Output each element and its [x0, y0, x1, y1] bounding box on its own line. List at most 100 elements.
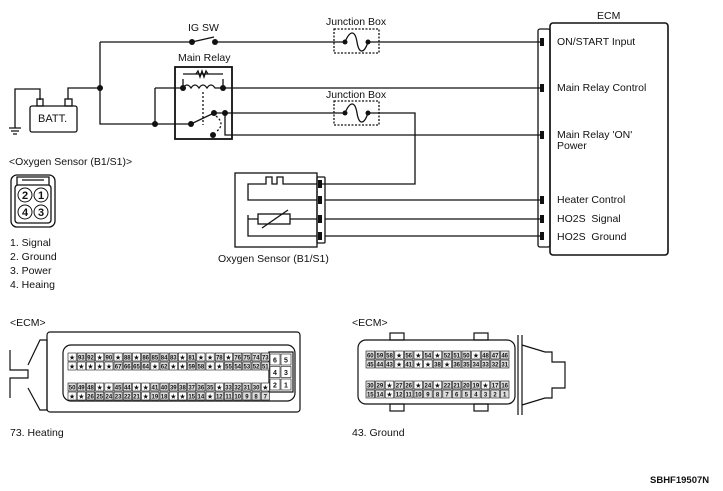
- ecm1-pin-label: 8: [254, 395, 258, 401]
- ecm1-pin-label: 26: [87, 395, 94, 401]
- sensor-pin-legend-3: 3. Power: [10, 265, 52, 277]
- ecm1-pin-label: ★: [171, 394, 177, 401]
- ecm1-pin: [214, 361, 224, 371]
- ecm2-pin-label: 38: [434, 363, 441, 369]
- ecm2-pin: [394, 350, 404, 360]
- ecm2-pin: [365, 389, 375, 399]
- ecm2-pin-label: 47: [492, 354, 499, 360]
- ecm2-pin: [461, 359, 471, 369]
- ecm1-pin: [224, 352, 233, 362]
- ecm1-pin: [67, 391, 77, 401]
- ecm2-pin-label: 19: [473, 384, 480, 390]
- ecm1-pin: [187, 352, 197, 362]
- ecm2-pin: [365, 359, 375, 369]
- sensor-pin-legend-2: 2. Ground: [10, 251, 57, 263]
- ecm2-pin-label: 48: [482, 354, 489, 360]
- ecm-pin-ho2s-ground: HO2S Ground: [557, 231, 627, 243]
- ecm1-side-pin-label: 3: [284, 370, 288, 377]
- ecm1-pin: [104, 352, 114, 362]
- ecm2-pin-label: 60: [367, 354, 374, 360]
- ecm1-pin-label: 49: [78, 386, 85, 392]
- ecm-pin-main-relay-on: Main Relay 'ON': [557, 129, 633, 141]
- ecm2-pin-label: 16: [501, 384, 508, 390]
- ecm1-pin: [178, 391, 187, 401]
- ecm1-pin: [159, 361, 169, 371]
- ecm2-pin-label: 15: [367, 393, 374, 399]
- ecm1-side-pin-label: 5: [284, 358, 288, 365]
- ecm2-pin: [404, 359, 414, 369]
- ecm1-pin: [67, 382, 77, 392]
- ecm1-pin-label: 83: [170, 356, 177, 362]
- fuse-2: [344, 103, 369, 123]
- ecm1-pin: [224, 361, 233, 371]
- ecm1-pin: [150, 391, 160, 401]
- ecm1-side-pin: [269, 353, 281, 366]
- ecm-connector-1: [9, 331, 301, 413]
- ecm2-pin-label: 9: [426, 393, 430, 399]
- ecm1-pin: [141, 382, 151, 392]
- ecm1-pin-label: 52: [253, 365, 260, 371]
- ecm2-pin: [375, 380, 385, 390]
- ecm1-pin: [251, 382, 261, 392]
- ecm1-pin: [168, 361, 178, 371]
- ecm1-pin-label: ★: [79, 364, 85, 371]
- ecm2-pin: [423, 389, 433, 399]
- ecm1-pin-label: 85: [152, 356, 159, 362]
- ecm1-pin: [233, 352, 243, 362]
- ecm2-pin-label: 24: [425, 384, 432, 390]
- ecm1-pin: [159, 382, 169, 392]
- ecm-pin-ho2s-signal: HO2S Signal: [557, 213, 621, 225]
- ecm2-pin: [461, 380, 471, 390]
- ecm2-pin-label: 31: [501, 363, 508, 369]
- ecm2-pin-label: 54: [425, 354, 432, 360]
- ecm1-pin-label: 51: [262, 365, 269, 371]
- battery-bus-wire: [99, 42, 155, 125]
- ecm1-pin-label: 35: [207, 386, 214, 392]
- ecm2-pin-label: ★: [387, 392, 393, 399]
- ecm1-pin-label: 50: [69, 386, 76, 392]
- ecm1-pin-label: 25: [96, 395, 103, 401]
- ecm1-pin-label: ★: [134, 385, 140, 392]
- ecm-pin-main-relay-control: Main Relay Control: [557, 82, 647, 94]
- ecm1-pin: [150, 382, 160, 392]
- ecm2-pin: [365, 350, 375, 360]
- ecm2-pin: [394, 389, 404, 399]
- ecm2-pin: [432, 359, 443, 369]
- ecm2-pin-label: 33: [482, 363, 489, 369]
- ecm2-pin: [394, 359, 404, 369]
- ecm2-pin: [423, 350, 433, 360]
- ecm2-pin-label: 11: [406, 393, 413, 399]
- ecm2-pin: [490, 380, 500, 390]
- ecm1-pin-label: 86: [142, 356, 149, 362]
- ecm1-pin: [95, 361, 105, 371]
- ecm2-pin: [413, 359, 423, 369]
- ecm2-pin-label: 3: [484, 393, 488, 399]
- ecm1-pin-label: ★: [106, 364, 112, 371]
- ecm2-pin-label: 41: [405, 363, 412, 369]
- ecm1-pin: [260, 352, 270, 362]
- ecm1-pin: [141, 361, 151, 371]
- sensor-pin-2: [17, 187, 33, 203]
- sensor-pin-label: 4: [22, 207, 29, 219]
- ecm2-pin: [432, 380, 443, 390]
- ecm2-pin: [490, 359, 500, 369]
- ecm1-pin-label: 45: [115, 386, 122, 392]
- ecm1-pin-label: 19: [152, 395, 159, 401]
- ecm1-pin: [242, 361, 252, 371]
- main-relay-on-power-wire: [224, 113, 540, 136]
- ecm2-pin-label: 30: [367, 384, 374, 390]
- ecm2-pin-label: 52: [444, 354, 451, 360]
- ecm1-pin-label: 75: [244, 356, 251, 362]
- ecm2-pin: [404, 380, 414, 390]
- ecm1-pin: [132, 382, 141, 392]
- ecm1-pin-label: 65: [133, 365, 140, 371]
- ecm2-pin-label: 36: [453, 363, 460, 369]
- sensor-pin-label: 3: [38, 207, 44, 219]
- ecm1-pin: [178, 352, 187, 362]
- ecm1-pin: [86, 361, 95, 371]
- ecm1-pin-label: 22: [124, 395, 131, 401]
- ecm1-pin-label: 66: [124, 365, 131, 371]
- battery-negative-terminal: [36, 98, 44, 107]
- main-relay-box: [174, 66, 233, 140]
- ecm1-pin-label: ★: [198, 355, 204, 362]
